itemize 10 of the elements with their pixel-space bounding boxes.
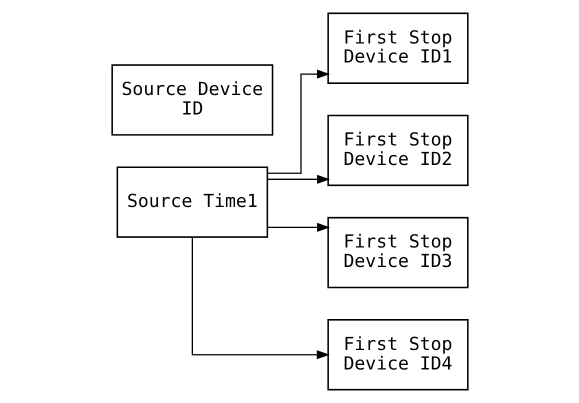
node-box: First Stop Device ID4 (326, 319, 468, 390)
arrow (191, 237, 330, 360)
arrow (267, 174, 330, 184)
node-box: Source Device ID (110, 64, 273, 136)
arrow (267, 222, 330, 232)
node-box: Source Time1 (116, 166, 268, 238)
node-box: First Stop Device ID1 (326, 12, 468, 84)
node-box: First Stop Device ID2 (326, 114, 468, 186)
arrow (267, 70, 330, 174)
node-box: First Stop Device ID3 (326, 216, 468, 288)
